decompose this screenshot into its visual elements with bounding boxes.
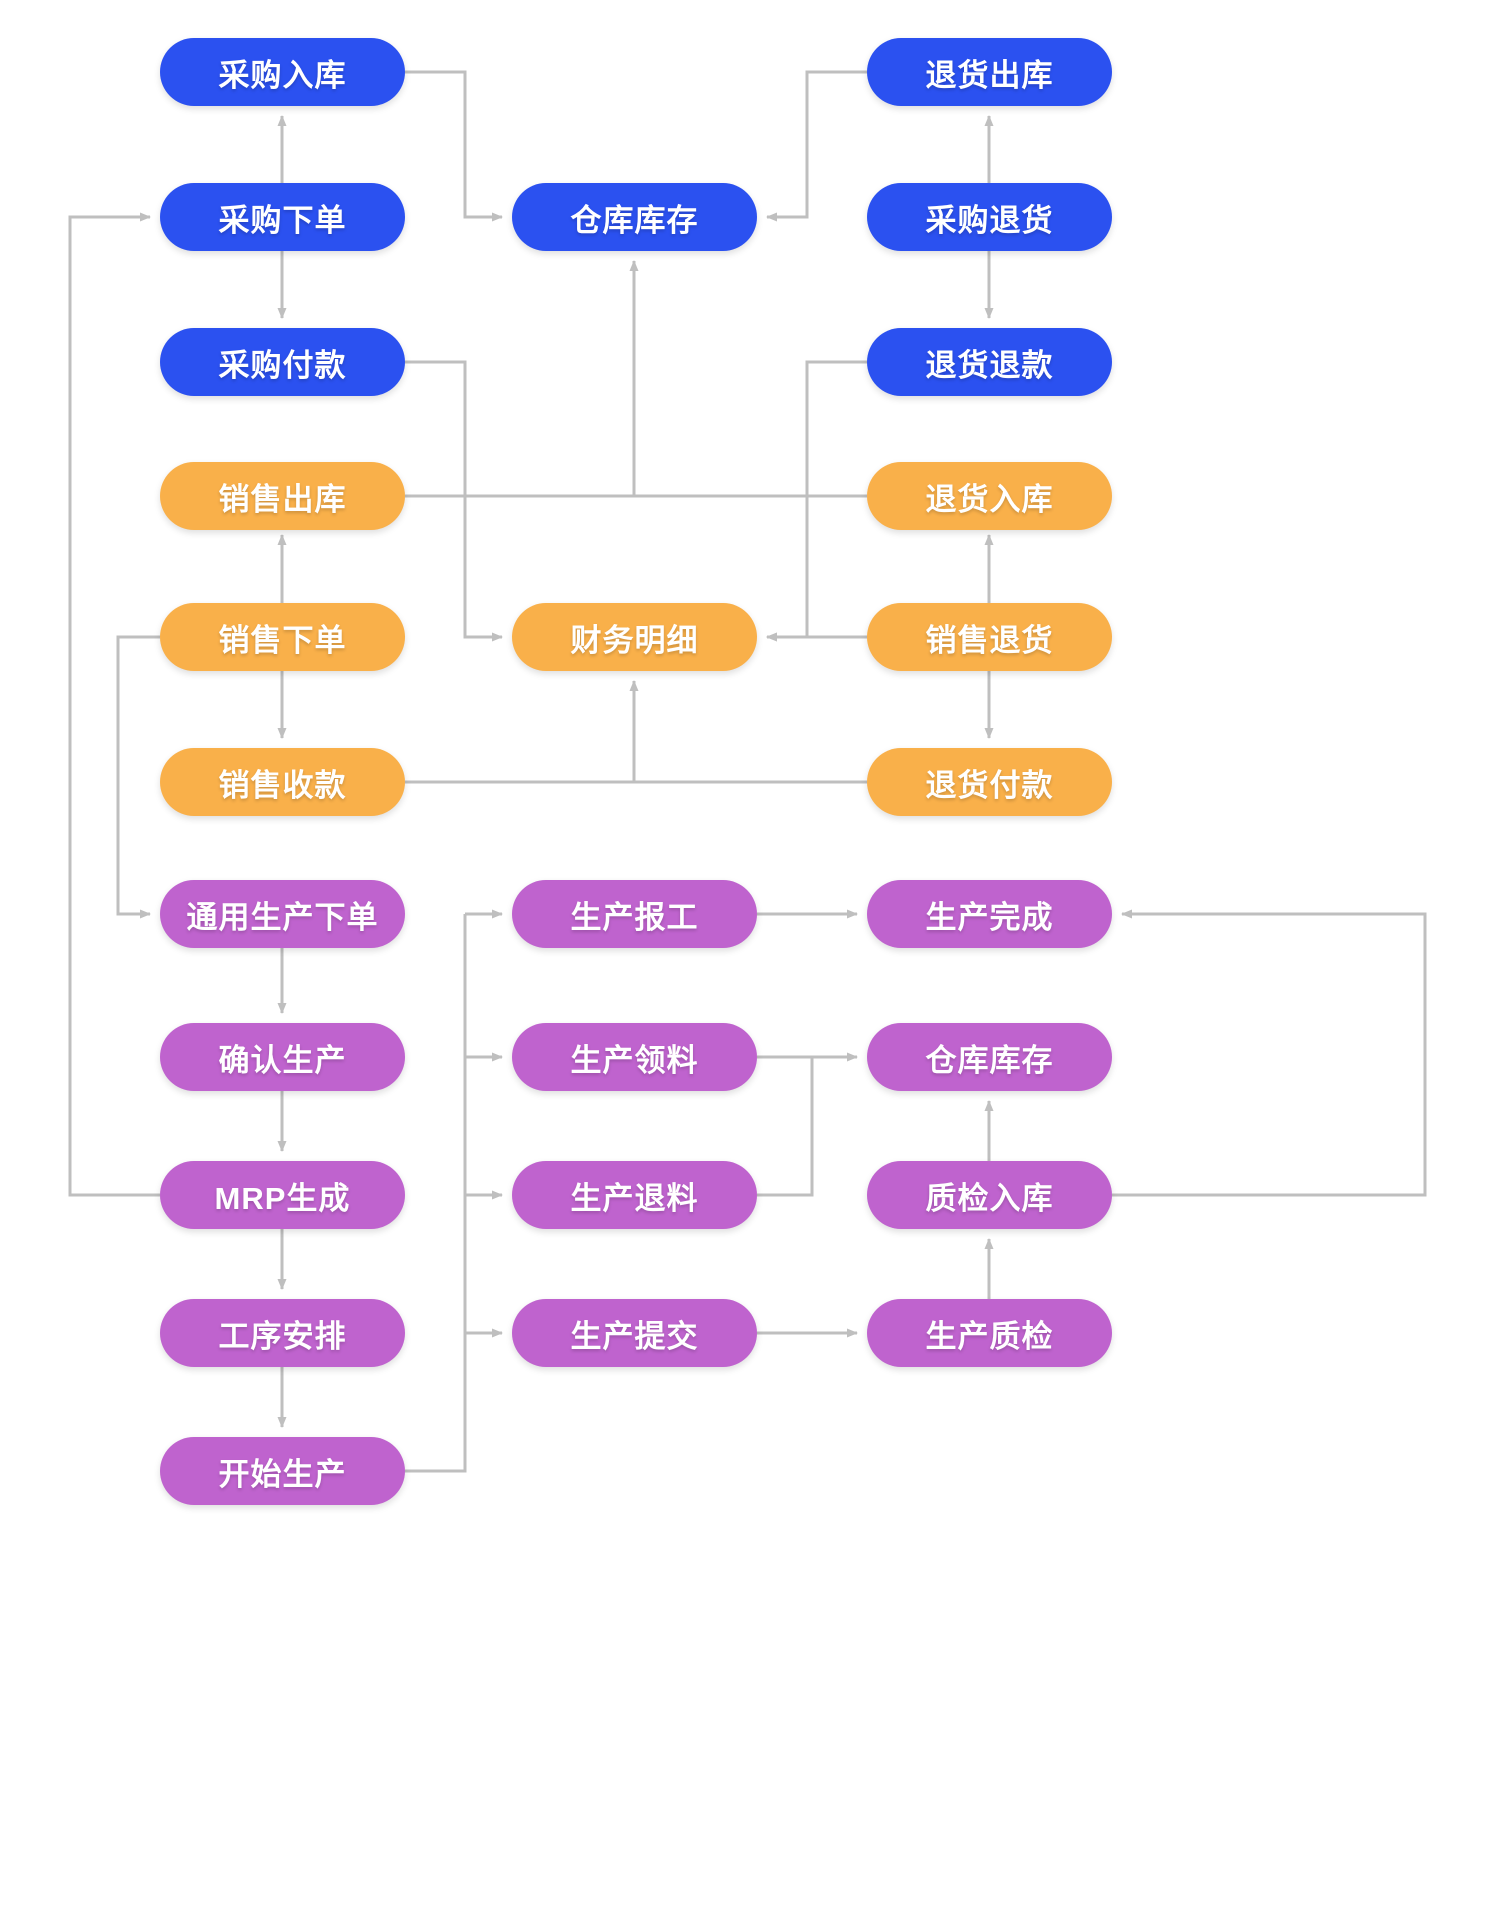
flow-node-label: 销售出库 (218, 481, 347, 517)
edge-purchase-in-to-warehouse (405, 70, 503, 222)
flow-node-label: 生产完成 (925, 899, 1054, 935)
flow-node-label: 采购下单 (218, 202, 347, 238)
flow-node-label: 采购入库 (218, 57, 347, 93)
flow-node-n01[interactable]: 采购入库 (160, 38, 405, 106)
edge-start-production-bus (405, 914, 467, 1473)
flow-node-n11[interactable]: 财务明细 (512, 603, 757, 671)
flow-node-label: 销售下单 (218, 622, 347, 658)
flow-node-label: 仓库库存 (925, 1042, 1054, 1078)
flow-node-n19[interactable]: 生产领料 (512, 1023, 757, 1091)
flow-node-label: 质检入库 (925, 1180, 1054, 1216)
edge-mrp-to-purchase-order (68, 212, 160, 1197)
flow-node-n04[interactable]: 仓库库存 (512, 183, 757, 251)
edge-sales-out-to-warehouse (405, 260, 639, 498)
flow-node-n10[interactable]: 销售下单 (160, 603, 405, 671)
flow-node-n16[interactable]: 生产报工 (512, 880, 757, 948)
flow-node-n13[interactable]: 销售收款 (160, 748, 405, 816)
flow-node-label: 仓库库存 (570, 202, 699, 238)
flow-node-n14[interactable]: 退货付款 (867, 748, 1112, 816)
flow-node-label: 销售收款 (218, 767, 347, 803)
flow-node-label: 生产领料 (570, 1042, 699, 1078)
flow-node-label: 销售退货 (925, 622, 1054, 658)
flow-node-label: 确认生产 (218, 1042, 347, 1078)
flow-node-label: 退货退款 (925, 347, 1054, 383)
flow-node-label: 采购退货 (925, 202, 1054, 238)
flow-node-n09[interactable]: 退货入库 (867, 462, 1112, 530)
flow-node-label: 生产提交 (570, 1318, 699, 1354)
flow-node-n02[interactable]: 退货出库 (867, 38, 1112, 106)
flow-node-n15[interactable]: 通用生产下单 (160, 880, 405, 948)
flow-node-n20[interactable]: 仓库库存 (867, 1023, 1112, 1091)
flow-node-label: MRP生成 (214, 1180, 351, 1216)
flow-node-n17[interactable]: 生产完成 (867, 880, 1112, 948)
flow-node-n06[interactable]: 采购付款 (160, 328, 405, 396)
flow-node-n21[interactable]: MRP生成 (160, 1161, 405, 1229)
flow-node-label: 退货出库 (925, 57, 1054, 93)
flow-node-label: 采购付款 (218, 347, 347, 383)
flow-node-n03[interactable]: 采购下单 (160, 183, 405, 251)
flow-node-label: 开始生产 (218, 1456, 347, 1492)
edge-return-refund-to-finance (766, 360, 867, 642)
flow-node-label: 通用生产下单 (186, 899, 379, 935)
flow-node-label: 财务明细 (570, 622, 699, 658)
flow-node-label: 退货付款 (925, 767, 1054, 803)
flow-node-n18[interactable]: 确认生产 (160, 1023, 405, 1091)
flow-node-label: 生产退料 (570, 1180, 699, 1216)
flow-node-n08[interactable]: 销售出库 (160, 462, 405, 530)
flow-node-n26[interactable]: 生产质检 (867, 1299, 1112, 1367)
edge-return-out-to-warehouse (766, 70, 867, 222)
flow-node-n22[interactable]: 生产退料 (512, 1161, 757, 1229)
flow-node-label: 退货入库 (925, 481, 1054, 517)
edge-sales-receipt-to-finance (405, 680, 639, 784)
flow-node-n07[interactable]: 退货退款 (867, 328, 1112, 396)
edge-qc-warehouse-in-to-production-complete (1112, 909, 1427, 1197)
flow-node-n24[interactable]: 工序安排 (160, 1299, 405, 1367)
flow-node-n23[interactable]: 质检入库 (867, 1161, 1112, 1229)
flow-node-label: 生产质检 (925, 1318, 1054, 1354)
edge-sales-order-to-general-production-order (116, 635, 160, 919)
flow-node-n05[interactable]: 采购退货 (867, 183, 1112, 251)
flow-node-n25[interactable]: 生产提交 (512, 1299, 757, 1367)
edge-production-material-return-to-warehouse (757, 1057, 814, 1197)
edge-purchase-pay-to-finance (405, 360, 503, 642)
flow-node-n12[interactable]: 销售退货 (867, 603, 1112, 671)
flow-node-label: 工序安排 (218, 1318, 347, 1354)
flow-node-n27[interactable]: 开始生产 (160, 1437, 405, 1505)
flow-node-label: 生产报工 (570, 899, 699, 935)
